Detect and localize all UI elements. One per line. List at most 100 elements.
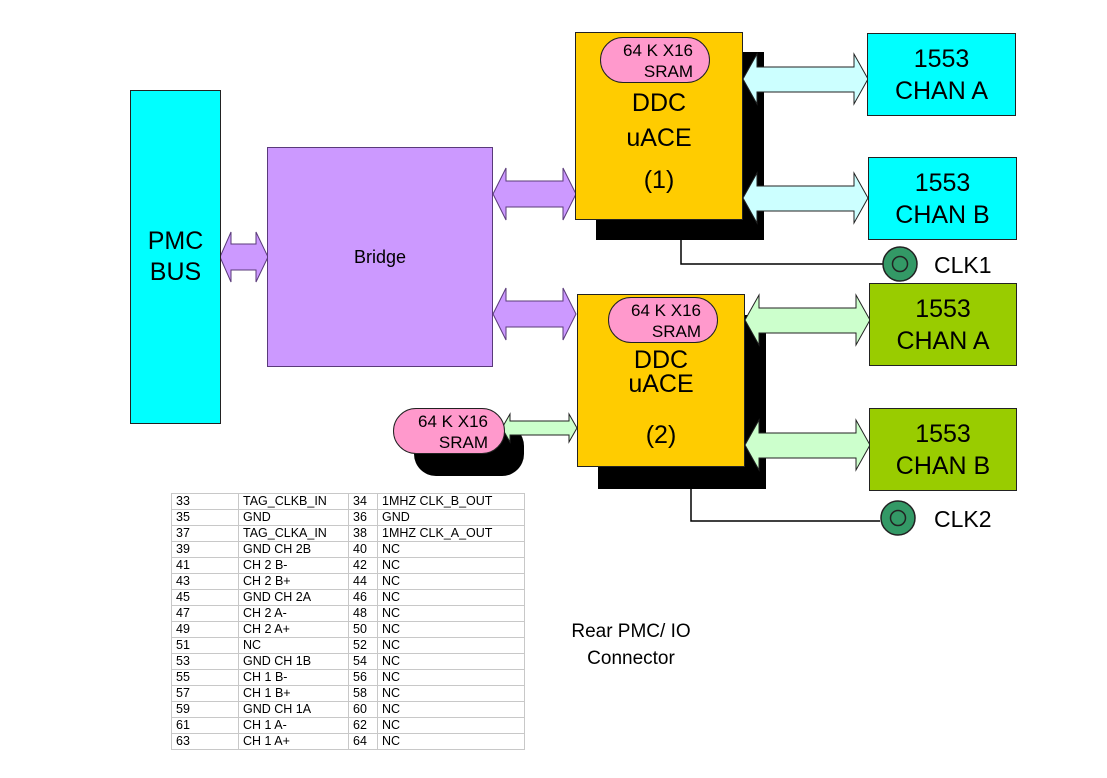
uace2-label-3: (2) (645, 421, 677, 449)
bridge-uace1-arrow (492, 167, 577, 221)
clk2-connector-icon (880, 500, 916, 536)
pin-number-b: 48 (348, 605, 378, 622)
uace1-chanb-arrow (742, 171, 869, 225)
external-sram: 64 K X16 SRAM (393, 408, 505, 454)
pin-signal-b: 1MHZ CLK_A_OUT (377, 525, 525, 542)
pin-signal-a: CH 1 B- (238, 669, 349, 686)
pin-number-a: 53 (171, 653, 239, 670)
pin-signal-b: NC (377, 573, 525, 590)
uace1-sram-line1: 64 K X16 (623, 41, 693, 60)
uace1-label-1: DDC (631, 89, 687, 117)
pin-signal-a: CH 2 B- (238, 557, 349, 574)
pin-number-b: 46 (348, 589, 378, 606)
pin-signal-b: GND (377, 509, 525, 526)
uace2-block: 64 K X16 SRAM DDC uACE (2) (577, 294, 745, 467)
pin-number-a: 41 (171, 557, 239, 574)
pin-number-a: 35 (171, 509, 239, 526)
channel-1-b-line1: 1553 (914, 168, 971, 197)
pin-number-b: 34 (348, 493, 378, 510)
pin-signal-a: CH 2 A- (238, 605, 349, 622)
external-sram-line1: 64 K X16 (418, 412, 488, 431)
pin-signal-a: GND (238, 509, 349, 526)
uace2-chanb-arrow (744, 418, 871, 472)
pin-number-b: 38 (348, 525, 378, 542)
channel-1-a-line1: 1553 (913, 44, 970, 73)
pin-number-a: 57 (171, 685, 239, 702)
pin-signal-b: NC (377, 653, 525, 670)
channel-2-a: 1553 CHAN A (869, 283, 1017, 366)
pin-number-a: 63 (171, 733, 239, 750)
pin-signal-b: NC (377, 637, 525, 654)
clk1-connector-icon (882, 246, 918, 282)
sram-uace2-arrow (501, 412, 578, 444)
pin-number-b: 42 (348, 557, 378, 574)
uace2-sram: 64 K X16 SRAM (608, 297, 718, 343)
uace2-sram-line1: 64 K X16 (631, 301, 701, 320)
pin-number-b: 56 (348, 669, 378, 686)
uace1-block: 64 K X16 SRAM DDC uACE (1) (575, 32, 743, 220)
pin-signal-b: NC (377, 717, 525, 734)
pin-number-b: 58 (348, 685, 378, 702)
pin-signal-b: NC (377, 589, 525, 606)
uace2-chana-arrow (744, 293, 871, 347)
pmc-bus-block: PMC BUS (130, 90, 221, 424)
channel-2-b-line2: CHAN B (895, 451, 991, 480)
caption-line2: Connector (587, 648, 675, 669)
bridge-label: Bridge (353, 246, 407, 267)
pin-signal-b: NC (377, 541, 525, 558)
pin-number-b: 44 (348, 573, 378, 590)
pin-signal-a: GND CH 2A (238, 589, 349, 606)
pin-signal-a: CH 2 B+ (238, 573, 349, 590)
pmc-bus-label-1: PMC (147, 227, 204, 255)
pin-signal-b: NC (377, 685, 525, 702)
pin-number-a: 43 (171, 573, 239, 590)
pin-number-a: 47 (171, 605, 239, 622)
pin-signal-b: 1MHZ CLK_B_OUT (377, 493, 525, 510)
pin-number-b: 62 (348, 717, 378, 734)
clk2-label: CLK2 (934, 506, 992, 532)
pin-signal-b: NC (377, 621, 525, 638)
pin-signal-b: NC (377, 557, 525, 574)
pin-signal-b: NC (377, 701, 525, 718)
pin-number-b: 52 (348, 637, 378, 654)
pin-signal-b: NC (377, 669, 525, 686)
pin-number-b: 36 (348, 509, 378, 526)
uace2-sram-line2: SRAM (651, 322, 701, 341)
pin-signal-a: GND CH 2B (238, 541, 349, 558)
channel-2-a-line1: 1553 (915, 294, 971, 323)
channel-1-b-line2: CHAN B (895, 200, 990, 229)
pin-number-b: 54 (348, 653, 378, 670)
connector-caption: Rear PMC/ IO Connector (556, 618, 706, 672)
pin-number-a: 49 (171, 621, 239, 638)
pin-signal-a: CH 1 A+ (238, 733, 349, 750)
pin-signal-b: NC (377, 733, 525, 750)
pin-number-a: 33 (171, 493, 239, 510)
bridge-block: Bridge (267, 147, 493, 367)
pin-signal-a: GND CH 1A (238, 701, 349, 718)
pin-number-a: 37 (171, 525, 239, 542)
uace1-sram-line2: SRAM (643, 62, 693, 81)
channel-1-a: 1553 CHAN A (867, 33, 1016, 116)
pin-signal-a: TAG_CLKA_IN (238, 525, 349, 542)
pin-number-b: 60 (348, 701, 378, 718)
caption-line1: Rear PMC/ IO (571, 621, 691, 642)
external-sram-line2: SRAM (438, 433, 488, 452)
pin-number-a: 45 (171, 589, 239, 606)
pin-number-a: 39 (171, 541, 239, 558)
channel-2-b: 1553 CHAN B (869, 408, 1017, 491)
